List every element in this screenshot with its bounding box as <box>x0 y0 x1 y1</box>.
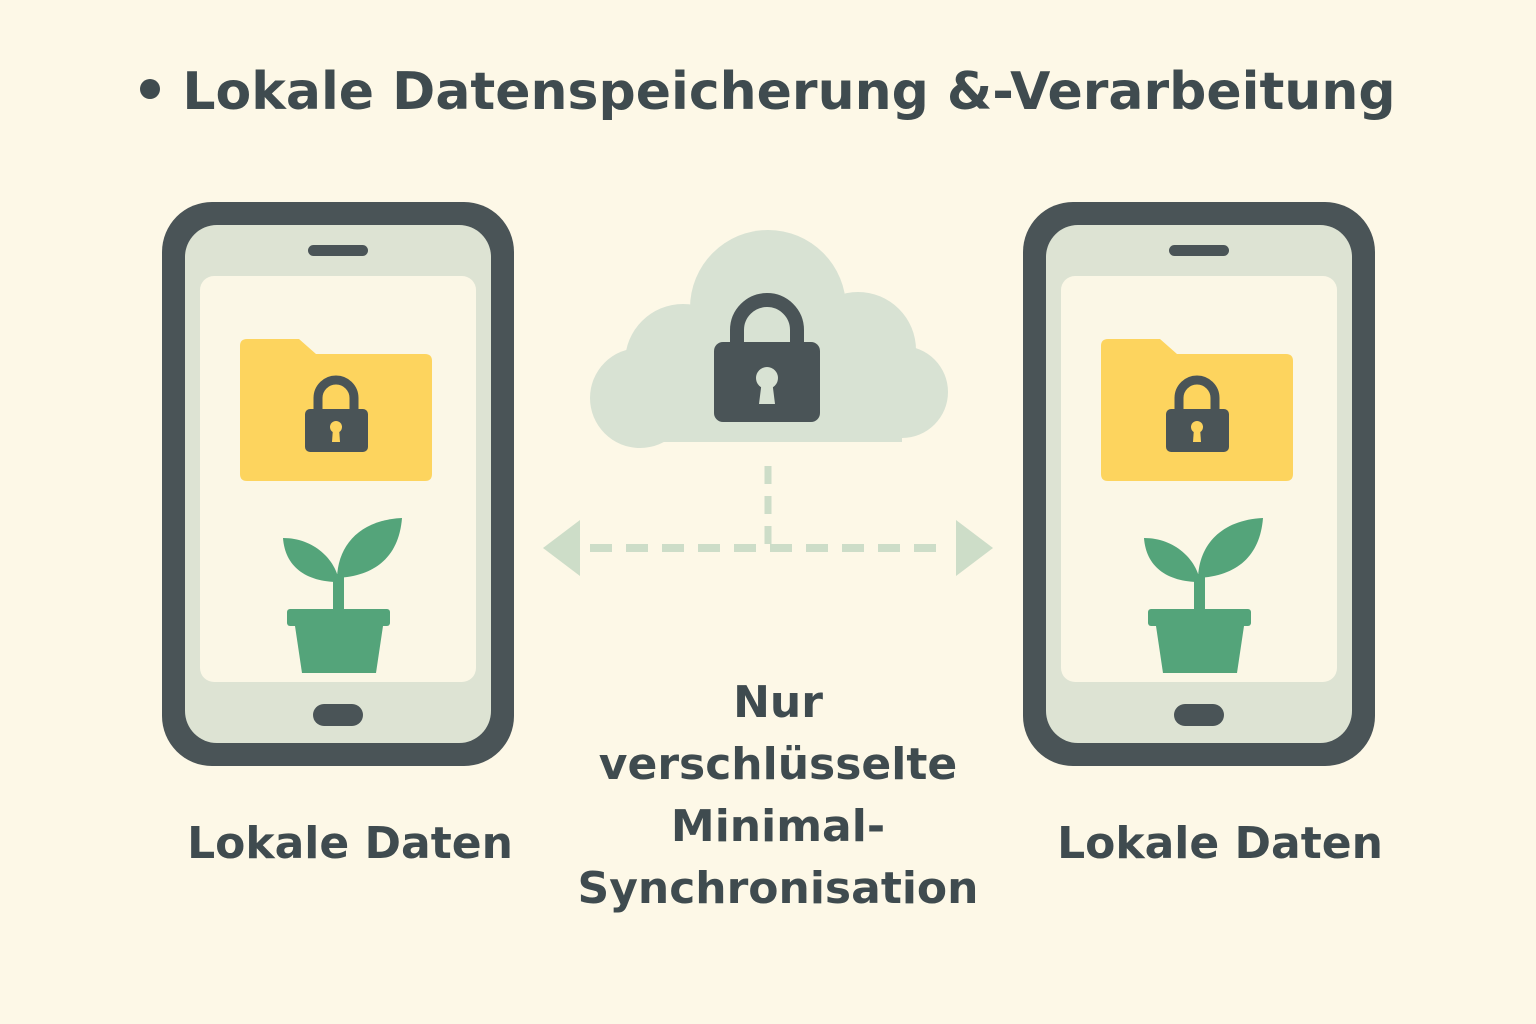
right-phone <box>1023 202 1375 766</box>
dashed-double-arrow <box>543 466 993 576</box>
locked-folder-icon <box>1101 339 1293 481</box>
potted-plant-icon <box>283 518 402 673</box>
right-device-label: Lokale Daten <box>1057 818 1383 869</box>
title-text: Lokale Datenspeicherung &-Verarbeitung <box>182 62 1396 122</box>
left-phone <box>162 202 514 766</box>
smartphone-icon <box>1023 202 1375 766</box>
page-title: Lokale Datenspeicherung &-Verarbeitung <box>0 62 1536 122</box>
smartphone-icon <box>162 202 514 766</box>
sync-line-2: verschlüsselte <box>598 739 958 790</box>
locked-folder-icon <box>240 339 432 481</box>
sync-line-4: Synchronisation <box>577 863 979 914</box>
left-device-label: Lokale Daten <box>187 818 513 869</box>
sync-description: Nur verschlüsselte Minimal- Synchronisat… <box>540 672 1016 920</box>
sync-line-3: Minimal- <box>670 801 886 852</box>
sync-line-1: Nur <box>733 677 823 728</box>
cloud-lock-icon <box>590 230 948 448</box>
potted-plant-icon <box>1144 518 1263 673</box>
bullet-icon <box>140 79 161 99</box>
